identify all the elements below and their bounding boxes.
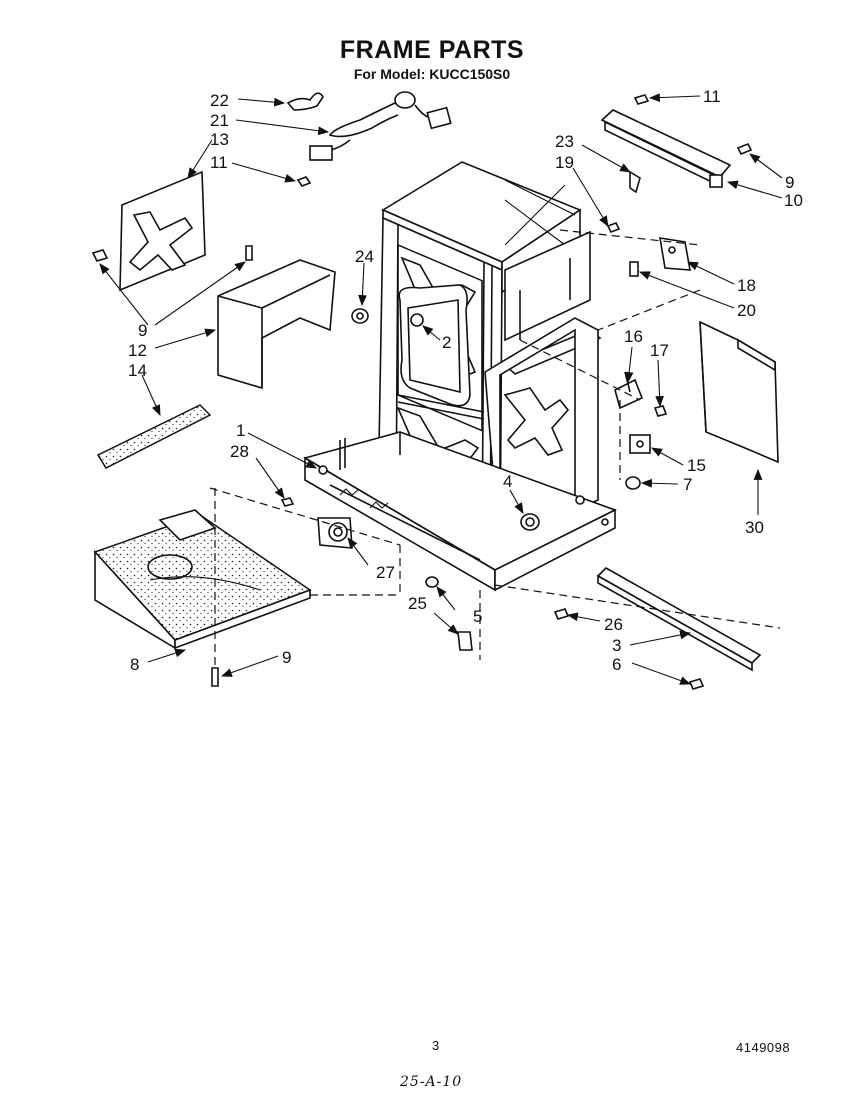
part-12-cover [217, 259, 336, 390]
part-2-gasket [398, 284, 471, 407]
part-10-bracket [600, 109, 732, 188]
part-21-power-cord [309, 91, 452, 161]
part-5-nut [425, 576, 439, 588]
callout-24: 24 [355, 247, 374, 266]
callout-26: 26 [604, 615, 623, 634]
part-6-screw [688, 678, 705, 690]
callout-28: 28 [230, 442, 249, 461]
callout-23: 23 [555, 132, 574, 151]
part-7-nut [625, 476, 641, 490]
part-26-screw [553, 608, 570, 620]
callout-2: 2 [442, 333, 451, 352]
callout-9: 9 [138, 321, 147, 340]
part-13-panel [119, 170, 206, 292]
part-22-clip [286, 92, 324, 111]
callout-3: 3 [612, 636, 621, 655]
callout-14: 14 [128, 361, 147, 380]
part-9-screw [245, 245, 253, 261]
callout-labels: 22 21 13 11 9 12 14 24 2 1 28 4 27 25 5 … [128, 87, 803, 674]
part-30-side-panel [699, 320, 779, 464]
callout-12: 12 [128, 341, 147, 360]
callout-21: 21 [210, 111, 229, 130]
callout-10: 10 [784, 191, 803, 210]
callout-5: 5 [473, 607, 482, 626]
part-9-screw [91, 249, 109, 262]
callout-19: 19 [555, 153, 574, 172]
callout-15: 15 [687, 456, 706, 475]
part-15-block [629, 434, 651, 454]
part-11-screw [633, 94, 650, 105]
callout-1: 1 [236, 421, 245, 440]
assembly-lines [209, 229, 781, 668]
part-20-bracket [629, 261, 639, 277]
handwritten-note: 25-A-10 [400, 1074, 463, 1090]
part-18-control [659, 237, 691, 271]
part-23-clip [629, 170, 641, 194]
part-9-screw [736, 142, 753, 156]
part-11-screw [296, 176, 312, 187]
part-24-nut [351, 308, 369, 324]
part-14-insulation-strip [96, 404, 212, 469]
callout-20: 20 [737, 301, 756, 320]
callout-30: 30 [745, 518, 764, 537]
callout-22: 22 [210, 91, 229, 110]
callout-8: 8 [130, 655, 139, 674]
model-subtitle: For Model: KUCC150S0 [353, 66, 511, 82]
part-4-fitting [520, 513, 540, 531]
part-17-screw [653, 405, 668, 417]
callout-4: 4 [503, 472, 512, 491]
part-9-screw [211, 667, 219, 687]
callout-27: 27 [376, 563, 395, 582]
part-27-grommet [317, 517, 353, 549]
part-3-rail [596, 567, 762, 672]
callout-9: 9 [785, 173, 794, 192]
document-number: 4149098 [736, 1040, 791, 1055]
callout-13: 13 [210, 130, 229, 149]
callout-17: 17 [650, 341, 669, 360]
part-25-clip [457, 631, 473, 651]
callout-18: 18 [737, 276, 756, 295]
callout-7: 7 [683, 475, 692, 494]
callout-6: 6 [612, 655, 621, 674]
callout-25: 25 [408, 594, 427, 613]
part-19-screw [606, 221, 621, 234]
part-8-base-pan [93, 509, 312, 650]
callout-16: 16 [624, 327, 643, 346]
callout-9: 9 [282, 648, 291, 667]
page-number: 3 [432, 1038, 440, 1053]
callout-11: 11 [703, 87, 721, 106]
page-title: FRAME PARTS [339, 36, 525, 64]
leader-lines [99, 93, 783, 685]
part-28-screw [280, 497, 295, 507]
callout-11: 11 [210, 153, 228, 172]
